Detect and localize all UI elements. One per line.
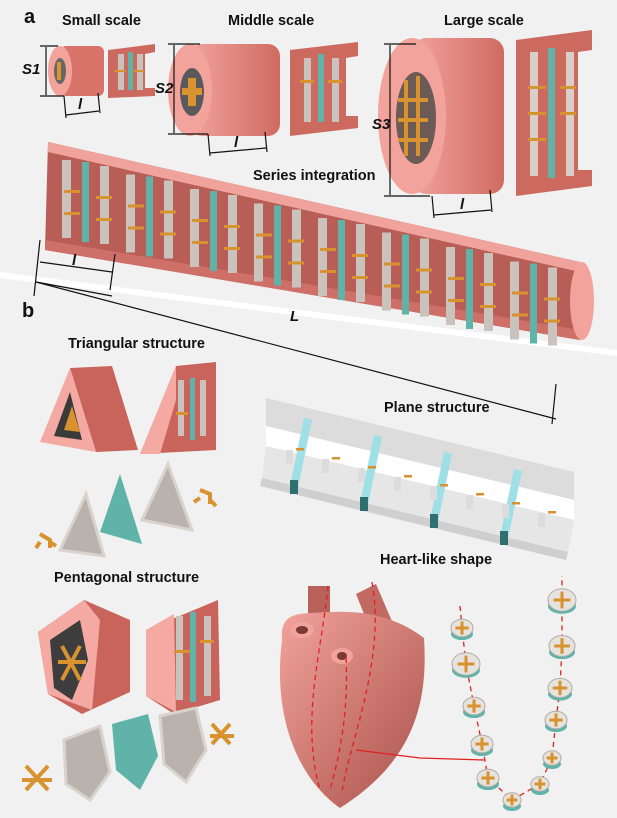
plane-block: [502, 504, 509, 518]
series-unit: [126, 174, 176, 259]
pentagonal-cutaway: [146, 600, 220, 714]
middle-scale-cylinder: [168, 44, 280, 136]
bead-unit: [547, 588, 577, 614]
series-unit: [190, 189, 240, 273]
triangular-prism: [40, 366, 138, 452]
bead-unit: [462, 696, 486, 719]
panel-label-a: a: [24, 6, 36, 28]
plane-conductor: [368, 466, 376, 469]
plane-conductor: [296, 448, 304, 451]
plane-structure: [260, 398, 574, 560]
plane-conductor: [440, 484, 448, 487]
plane-block: [286, 450, 293, 464]
plane-channel: [360, 435, 382, 505]
series-dimension: [33, 239, 557, 425]
plane-block: [358, 468, 365, 482]
pentagonal-prism: [38, 600, 130, 714]
series-unit: [318, 218, 368, 302]
plane-structure-title: Plane structure: [384, 400, 490, 416]
bead-unit: [544, 710, 568, 733]
plane-conductor: [332, 457, 340, 460]
triangular-structure-title: Triangular structure: [68, 336, 205, 352]
middle-scale-cutaway: [290, 42, 358, 136]
dimension-s3: S3: [372, 116, 391, 133]
triangular-cutaway: [140, 362, 216, 454]
large-scale-title: Large scale: [444, 13, 524, 29]
plane-block: [322, 459, 329, 473]
plane-channel-base: [360, 497, 368, 511]
plane-channel-base: [430, 514, 438, 528]
heart-like-shape-title: Heart-like shape: [380, 552, 493, 568]
pentagonal-components: [22, 706, 234, 803]
large-scale-cutaway: [516, 30, 592, 196]
middle-scale-title: Middle scale: [228, 13, 315, 29]
heart-model: [279, 581, 485, 808]
plane-conductor: [548, 511, 556, 514]
dimension-s2: S2: [155, 80, 174, 97]
plane-channel-base: [500, 531, 508, 545]
dimension-l-series: l: [72, 252, 77, 269]
dimension-s1: S1: [22, 61, 41, 78]
panel-divider: [0, 272, 617, 356]
plane-channel-base: [290, 480, 298, 494]
bead-unit: [542, 750, 562, 769]
series-integration-title: Series integration: [253, 168, 376, 184]
bead-unit: [548, 635, 576, 660]
series-unit: [254, 203, 304, 288]
series-unit: [510, 261, 560, 346]
plane-channel: [430, 452, 452, 522]
plane-channel: [500, 469, 522, 539]
panel-label-b: b: [22, 300, 35, 322]
s1-dimension: [40, 45, 101, 119]
bead-unit: [547, 677, 573, 701]
plane-conductor: [476, 493, 484, 496]
series-unit: [62, 160, 112, 244]
bead-unit: [470, 734, 494, 757]
bead-unit: [502, 792, 522, 811]
plane-conductor: [404, 475, 412, 478]
dimension-L-total: L: [290, 308, 300, 325]
plane-block: [538, 513, 545, 527]
bead-unit: [476, 768, 500, 791]
dimension-l-small: l: [78, 96, 83, 113]
heart-device-chain: [450, 576, 577, 811]
s3-dimension: [384, 43, 493, 219]
series-unit: [446, 247, 496, 331]
series-units: [62, 160, 560, 346]
small-scale-title: Small scale: [62, 13, 141, 29]
plane-channel: [290, 418, 312, 488]
triangular-components: [34, 460, 218, 558]
bead-unit: [530, 776, 550, 795]
small-scale-cutaway: [108, 44, 155, 98]
plane-block: [430, 486, 437, 500]
plane-conductor: [512, 502, 520, 505]
pentagonal-structure-title: Pentagonal structure: [54, 570, 200, 586]
small-scale-cylinder: [48, 46, 104, 96]
dimension-l-middle: l: [234, 134, 239, 151]
dimension-l-large: l: [460, 196, 465, 213]
bead-unit: [451, 652, 481, 678]
plane-block: [394, 477, 401, 491]
plane-channels: [286, 418, 556, 545]
series-unit: [382, 232, 432, 317]
plane-block: [466, 495, 473, 509]
large-scale-cylinder: [378, 38, 504, 194]
bead-unit: [450, 618, 474, 641]
s2-dimension: [168, 43, 268, 157]
